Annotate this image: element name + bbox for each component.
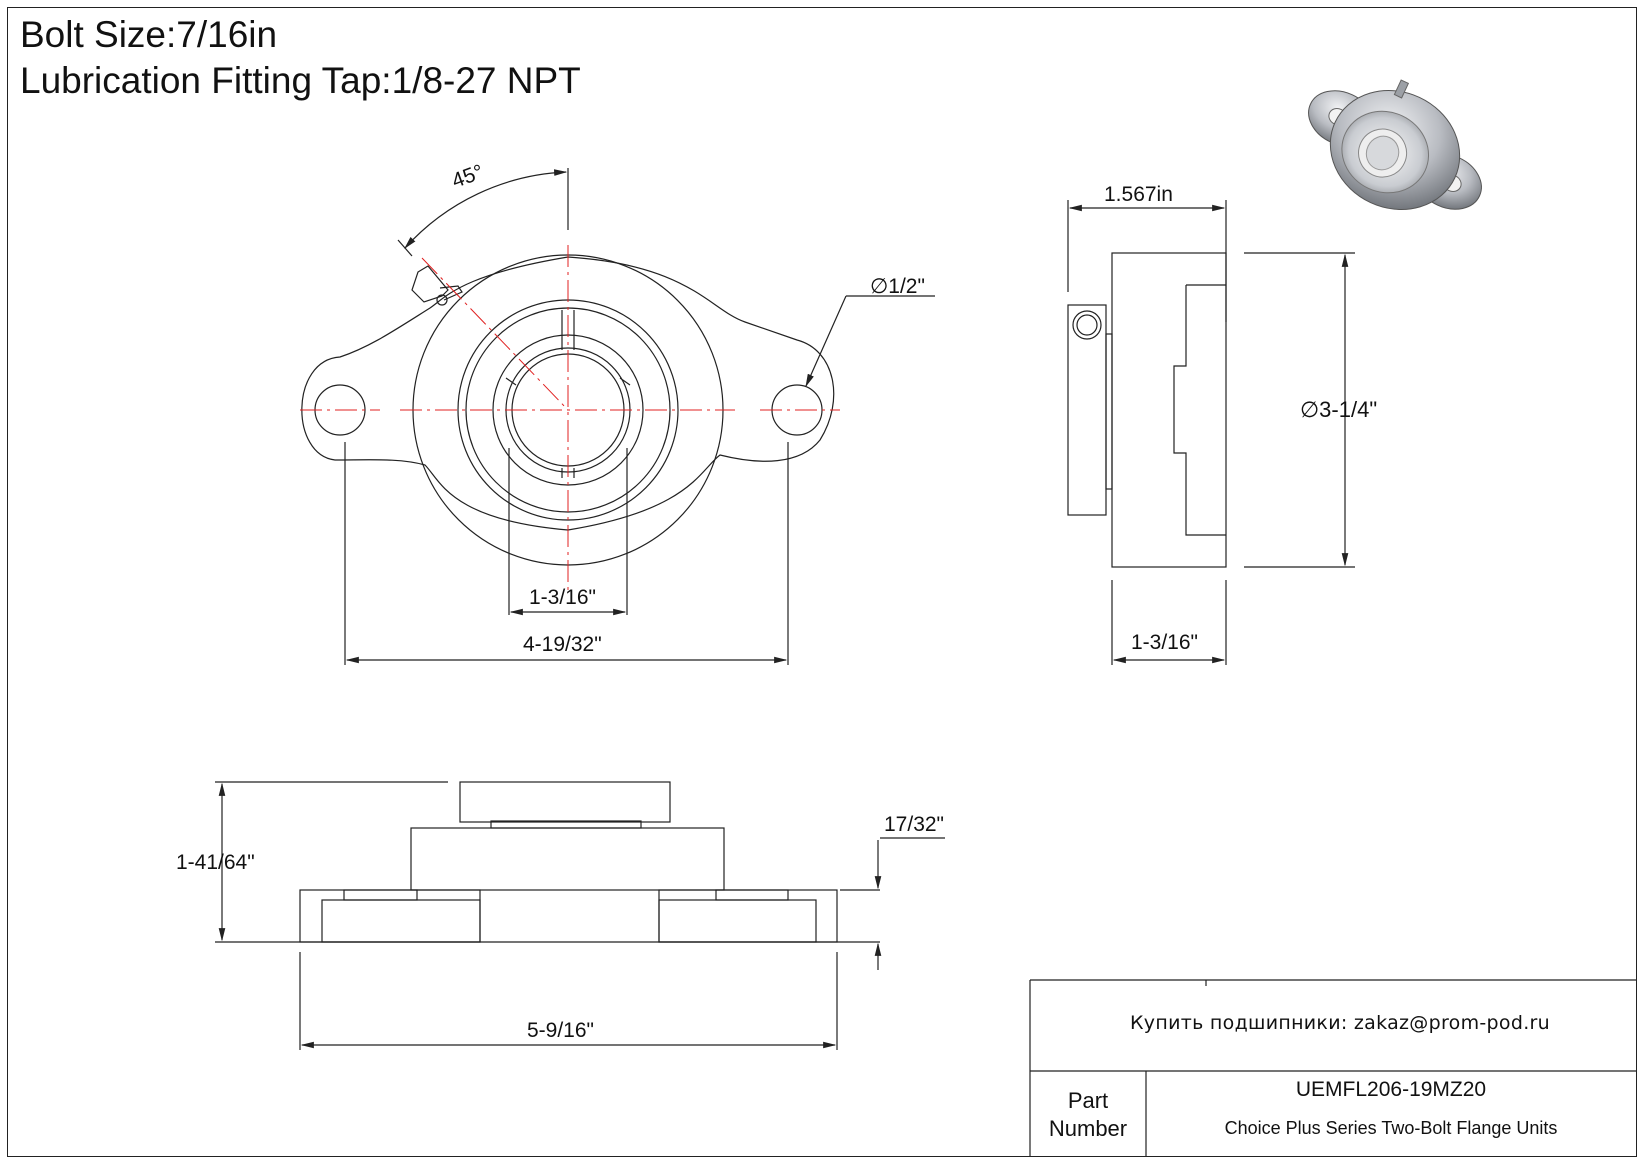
top-flange-left [299, 889, 481, 943]
lube-fitting-label: Lubrication Fitting Tap:1/8-27 NPT [20, 60, 581, 101]
product-render [1308, 79, 1482, 211]
front-view [301, 168, 935, 665]
title-block-description: Choice Plus Series Two-Bolt Flange Units [1224, 1118, 1558, 1138]
dim-bore-label: 1-3/16" [529, 586, 596, 609]
bolt-size-label: Bolt Size:7/16in [20, 14, 278, 55]
title-block-part-number: UEMFL206-19MZ20 [1295, 1078, 1487, 1101]
top-housing [410, 827, 725, 891]
side-flange [1067, 304, 1107, 516]
dim-total-height-label: 1-41/64" [176, 851, 255, 874]
diameter-icon: ∅ [870, 275, 889, 298]
dim-side-width-label: 1.567in [1104, 183, 1173, 206]
title-block [1029, 979, 1637, 1157]
dim-overall-length-label: 5-9/16" [527, 1019, 594, 1042]
dim-housing-dia-label: ∅3-1/4" [1300, 397, 1378, 422]
dim-bolt-hole-label: ∅1/2" [870, 275, 925, 298]
dim-flange-thickness-label: 17/32" [884, 813, 945, 836]
top-flange-right [658, 889, 838, 943]
side-housing [1111, 252, 1227, 568]
dim-side-depth-label: 1-3/16" [1131, 631, 1198, 654]
flange-outline [301, 256, 835, 531]
top-insert [459, 781, 671, 823]
drawing-border [7, 7, 1637, 1157]
dim-bolt-spacing-label: 4-19/32" [523, 633, 602, 656]
grease-fitting [411, 265, 463, 303]
title-block-contact: Купить подшипники: zakaz@prom-pod.ru [1130, 1012, 1550, 1034]
dim-angle-arc [404, 169, 568, 249]
diameter-icon: ∅ [1300, 397, 1320, 422]
title-block-part-label: Part Number [1048, 1087, 1128, 1141]
top-view [215, 781, 945, 1050]
centerlines [300, 245, 840, 590]
side-view [1067, 200, 1355, 665]
dim-hole-leader [805, 295, 847, 388]
